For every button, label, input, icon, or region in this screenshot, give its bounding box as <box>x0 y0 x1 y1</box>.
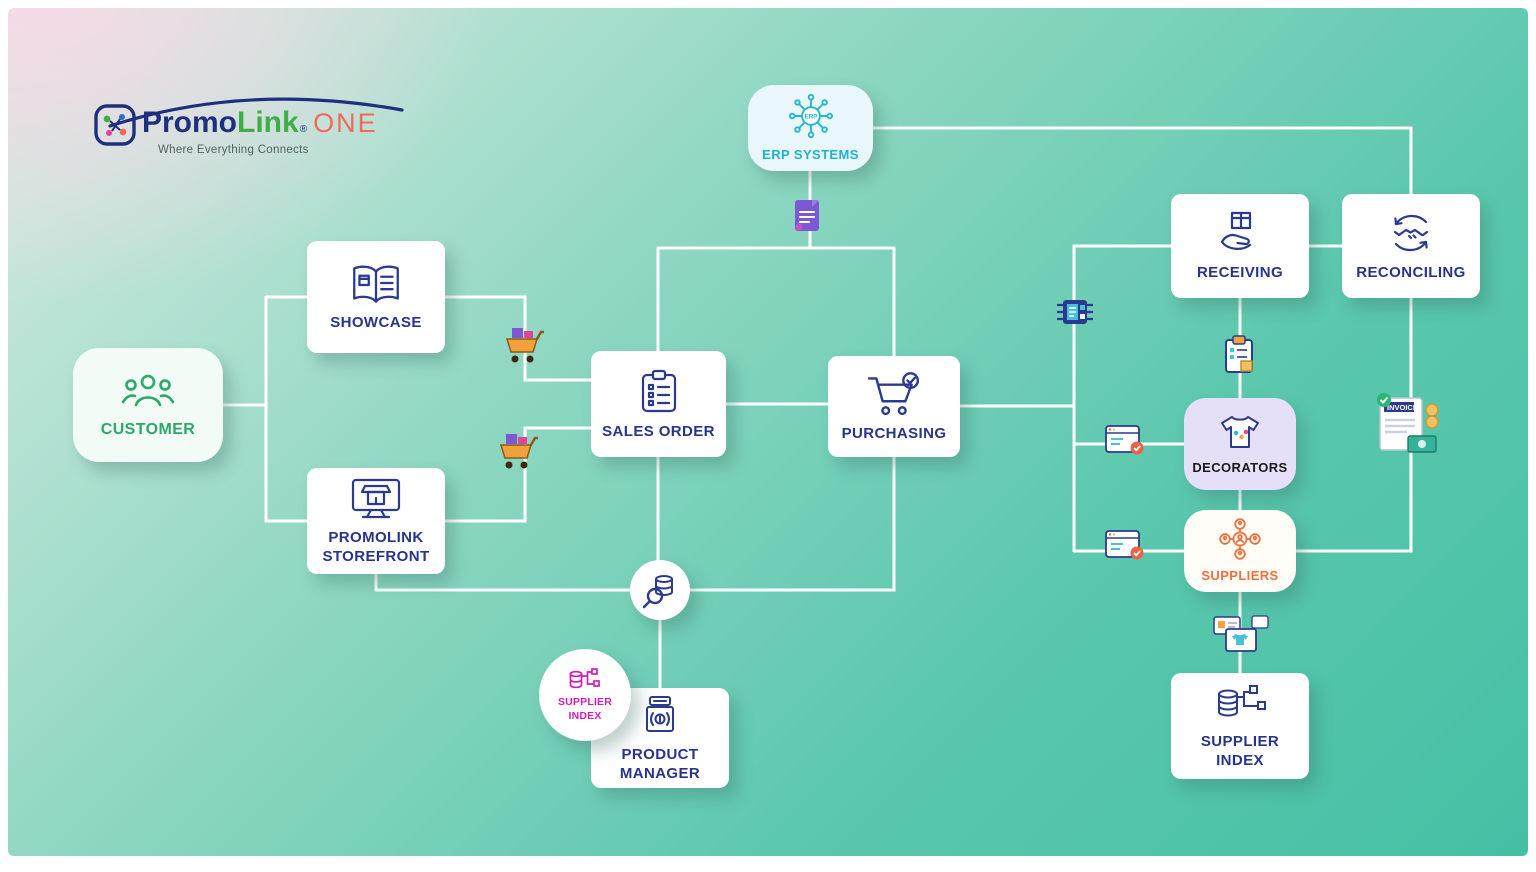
erp-document-icon <box>795 200 819 231</box>
node-erp-label: ERP SYSTEMS <box>762 147 859 163</box>
sales-order-clipboard-icon <box>641 370 676 413</box>
invoice-decor-icon: INVOICE <box>1377 393 1439 453</box>
browser-decor-icon-decorators <box>1105 425 1144 455</box>
node-supplier-index-badge: SUPPLIER INDEX <box>539 649 631 741</box>
registered-mark: ® <box>299 124 308 135</box>
showcase-book-icon <box>353 265 399 303</box>
brand-link: Link <box>237 106 299 139</box>
cart-decor-icon-top <box>505 328 544 363</box>
customer-group-icon <box>121 374 175 406</box>
node-showcase: SHOWCASE <box>307 241 445 353</box>
edge-reconciling-suppliers <box>1294 296 1413 553</box>
node-sales-order-label: SALES ORDER <box>602 423 715 441</box>
node-reconciling: RECONCILING <box>1342 194 1480 298</box>
promolink-logo-icon <box>94 104 136 146</box>
node-customer: CUSTOMER <box>73 348 223 462</box>
node-product-manager-label: PRODUCT MANAGER <box>619 745 701 782</box>
clipboard-decor-icon <box>1225 335 1253 373</box>
node-decorators-label: DECORATORS <box>1192 460 1288 476</box>
cart-decor-icon-bottom <box>499 434 538 469</box>
logo-swoosh <box>108 97 404 128</box>
suppliers-network-icon <box>1219 518 1261 561</box>
storefront-monitor-icon <box>351 478 401 518</box>
erp-icon-text: ERP <box>804 114 817 121</box>
edge-customer-branch <box>221 295 309 523</box>
edge-storefront-salesorder <box>443 426 593 523</box>
purchasing-cart-icon <box>867 371 920 415</box>
reconciling-handshake-icon <box>1393 215 1429 252</box>
decorators-tshirt-icon <box>1221 416 1259 449</box>
node-reconciling-label: RECONCILING <box>1356 264 1466 282</box>
database-search-icon <box>642 575 673 609</box>
node-showcase-label: SHOWCASE <box>330 314 422 332</box>
node-supplier-index: SUPPLIER INDEX <box>1171 673 1309 779</box>
logo-tagline: Where Everything Connects <box>158 144 309 156</box>
erp-hub-icon: ERP <box>788 94 833 139</box>
node-supplier-index-badge-label: SUPPLIER INDEX <box>557 696 613 722</box>
node-storefront: PROMOLINK STOREFRONT <box>307 468 445 574</box>
node-purchasing-label: PURCHASING <box>841 424 947 442</box>
edge-storefront-searchhub <box>374 572 632 592</box>
node-receiving-label: RECEIVING <box>1196 264 1284 282</box>
node-data-search-hub <box>630 560 690 620</box>
edge-purchasing-junction <box>958 244 1186 553</box>
supplier-index-database-icon <box>1218 684 1266 717</box>
node-customer-label: CUSTOMER <box>100 420 196 438</box>
node-erp-systems: ERP ERP SYSTEMS <box>748 85 873 171</box>
node-decorators: DECORATORS <box>1184 398 1296 490</box>
node-receiving: RECEIVING <box>1171 194 1309 298</box>
node-suppliers-label: SUPPLIERS <box>1201 568 1279 584</box>
node-purchasing: PURCHASING <box>828 356 960 457</box>
supplier-cards-decor-icon <box>1213 615 1269 652</box>
edge-salesorder-productmanager <box>656 455 662 690</box>
edge-erp-reconciling <box>871 126 1413 196</box>
chip-decor-icon <box>1057 300 1093 324</box>
node-sales-order: SALES ORDER <box>591 351 726 457</box>
brand-one: ONE <box>313 108 378 138</box>
node-suppliers: SUPPLIERS <box>1184 510 1296 592</box>
receiving-hand-box-icon <box>1220 212 1252 251</box>
node-storefront-label: PROMOLINK STOREFRONT <box>322 528 430 565</box>
node-product-manager: PRODUCT MANAGER <box>591 688 729 788</box>
edge-purchasing-searchhub <box>688 455 896 592</box>
browser-decor-icon-suppliers <box>1105 530 1144 560</box>
invoice-label: INVOICE <box>1387 403 1418 412</box>
edge-erp-down <box>656 169 896 358</box>
node-supplier-index-label: SUPPLIER INDEX <box>1200 732 1280 769</box>
supplier-index-badge-icon <box>569 668 600 689</box>
product-manager-box-icon <box>646 695 674 732</box>
brand-promo: Promo <box>142 106 238 139</box>
